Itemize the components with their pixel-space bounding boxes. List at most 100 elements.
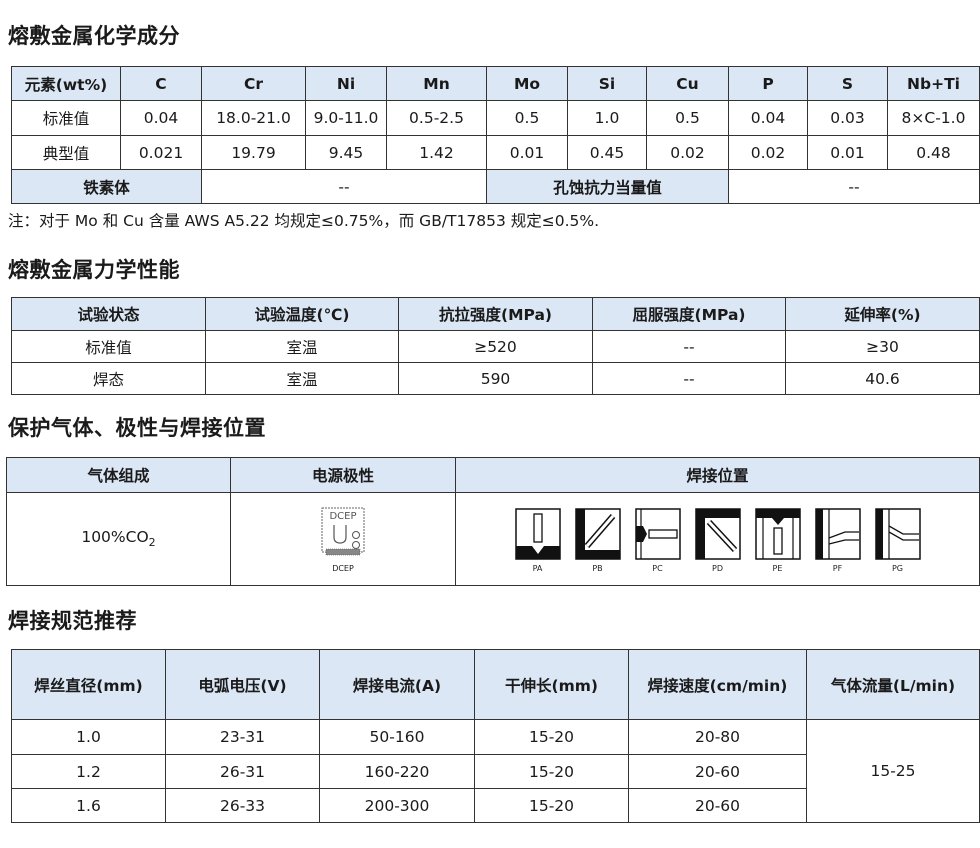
- gas-table: 气体组成 电源极性 焊接位置 100%CO2 DCEP DCEP: [6, 457, 980, 586]
- polarity-sign: DCEP: [329, 511, 356, 522]
- table-row: 典型值 0.021 19.79 9.45 1.42 0.01 0.45 0.02…: [11, 135, 980, 170]
- params-header: 焊接电流(A): [319, 649, 475, 720]
- mech-cell: 40.6: [785, 362, 980, 395]
- position-pe: PE: [754, 507, 801, 573]
- polarity-label: DCEP: [332, 564, 354, 573]
- chem-header: S: [807, 66, 888, 101]
- chem-cell: 0.01: [807, 135, 888, 170]
- params-cell: 15-20: [474, 719, 629, 755]
- position-label: PD: [712, 563, 723, 573]
- pitting-label: 孔蚀抗力当量值: [486, 169, 729, 204]
- mech-header-row: 试验状态 试验温度(℃) 抗拉强度(MPa) 屈服强度(MPa) 延伸率(%): [11, 297, 980, 331]
- position-label: PB: [592, 563, 603, 573]
- params-cell: 1.6: [11, 788, 166, 823]
- chem-cell: 典型值: [11, 135, 121, 170]
- position-pc-icon: [634, 507, 681, 560]
- mech-cell: ≥30: [785, 330, 980, 363]
- chem-header: C: [120, 66, 202, 101]
- position-pb-icon: [574, 507, 621, 560]
- chem-cell: 0.45: [567, 135, 647, 170]
- gas-composition: 100%CO2: [6, 492, 231, 586]
- position-list: PA PB: [457, 506, 979, 573]
- params-cell: 1.0: [11, 719, 166, 755]
- chem-header: Cr: [201, 66, 306, 101]
- params-cell: 26-33: [165, 788, 320, 823]
- table-row: 焊态 室温 590 -- 40.6: [11, 362, 980, 395]
- chem-cell: 0.48: [887, 135, 980, 170]
- chem-title: 熔敷金属化学成分: [8, 24, 180, 48]
- params-cell: 50-160: [319, 719, 475, 755]
- gas-header: 焊接位置: [455, 457, 980, 493]
- chem-header: Mo: [486, 66, 568, 101]
- position-pf-icon: [814, 507, 861, 560]
- mech-header: 抗拉强度(MPa): [398, 297, 593, 331]
- gas-header: 气体组成: [6, 457, 231, 493]
- params-cell: 160-220: [319, 754, 475, 789]
- chem-cell: 1.0: [567, 100, 647, 136]
- mech-header: 屈服强度(MPa): [592, 297, 786, 331]
- params-cell: 20-60: [628, 754, 807, 789]
- mech-cell: 590: [398, 362, 593, 395]
- table-row: 100%CO2 DCEP DCEP: [6, 492, 980, 586]
- params-header: 焊丝直径(mm): [11, 649, 166, 720]
- mech-cell: 室温: [205, 362, 399, 395]
- params-cell: 15-20: [474, 788, 629, 823]
- position-pg: PG: [874, 507, 921, 573]
- params-cell: 1.2: [11, 754, 166, 789]
- position-label: PA: [532, 563, 543, 573]
- chem-header: Nb+Ti: [887, 66, 980, 101]
- chem-header: P: [728, 66, 808, 101]
- position-pa: PA: [514, 507, 561, 573]
- polarity-cell: DCEP DCEP: [230, 492, 456, 586]
- mech-cell: 室温: [205, 330, 399, 363]
- chem-header-row: 元素(wt%) C Cr Ni Mn Mo Si Cu P S Nb+Ti: [11, 66, 980, 101]
- chem-cell: 0.02: [646, 135, 729, 170]
- params-header: 电弧电压(V): [165, 649, 320, 720]
- chem-cell: 19.79: [201, 135, 306, 170]
- chem-cell: 0.03: [807, 100, 888, 136]
- position-pd-icon: [694, 507, 741, 560]
- position-pc: PC: [634, 507, 681, 573]
- chem-header: Cu: [646, 66, 729, 101]
- mech-cell: ≥520: [398, 330, 593, 363]
- position-pe-icon: [754, 507, 801, 560]
- gas-title: 保护气体、极性与焊接位置: [8, 416, 266, 440]
- ferrite-value: --: [201, 169, 487, 204]
- params-cell: 20-80: [628, 719, 807, 755]
- chem-cell: 0.5: [646, 100, 729, 136]
- dcep-icon: DCEP: [321, 507, 365, 556]
- position-label: PF: [832, 563, 843, 573]
- table-row: 标准值 室温 ≥520 -- ≥30: [11, 330, 980, 363]
- chem-cell: 9.0-11.0: [305, 100, 387, 136]
- chem-header: 元素(wt%): [11, 66, 121, 101]
- position-pb: PB: [574, 507, 621, 573]
- position-label: PG: [891, 563, 904, 573]
- table-row: 1.6 26-33 200-300 15-20 20-60: [11, 788, 980, 823]
- params-title: 焊接规范推荐: [8, 609, 137, 633]
- position-label: PE: [772, 563, 783, 573]
- params-table: 焊丝直径(mm) 电弧电压(V) 焊接电流(A) 干伸长(mm) 焊接速度(cm…: [11, 649, 980, 823]
- chem-cell: 8×C-1.0: [887, 100, 980, 136]
- gas-header: 电源极性: [230, 457, 456, 493]
- chem-cell: 0.04: [120, 100, 202, 136]
- chem-header: Mn: [386, 66, 487, 101]
- params-header: 焊接速度(cm/min): [628, 649, 807, 720]
- chem-note: 注：对于 Mo 和 Cu 含量 AWS A5.22 均规定≤0.75%，而 GB…: [8, 212, 600, 230]
- mech-header: 试验温度(℃): [205, 297, 399, 331]
- params-cell: 200-300: [319, 788, 475, 823]
- table-row: 标准值 0.04 18.0-21.0 9.0-11.0 0.5-2.5 0.5 …: [11, 100, 980, 136]
- mech-cell: 焊态: [11, 362, 206, 395]
- chem-cell: 0.5-2.5: [386, 100, 487, 136]
- table-row: 铁素体 -- 孔蚀抗力当量值 --: [11, 169, 980, 204]
- chem-header: Ni: [305, 66, 387, 101]
- chem-cell: 1.42: [386, 135, 487, 170]
- chem-cell: 0.04: [728, 100, 808, 136]
- position-pg-icon: [874, 507, 921, 560]
- chem-table: 元素(wt%) C Cr Ni Mn Mo Si Cu P S Nb+Ti 标准…: [11, 66, 980, 204]
- chem-cell: 18.0-21.0: [201, 100, 306, 136]
- mech-cell: --: [592, 362, 786, 395]
- table-row: 1.0 23-31 50-160 15-20 20-80 15-25: [11, 719, 980, 823]
- gas-composition-main: 100%CO: [81, 528, 149, 547]
- mech-header: 试验状态: [11, 297, 206, 331]
- mech-title: 熔敷金属力学性能: [8, 258, 180, 282]
